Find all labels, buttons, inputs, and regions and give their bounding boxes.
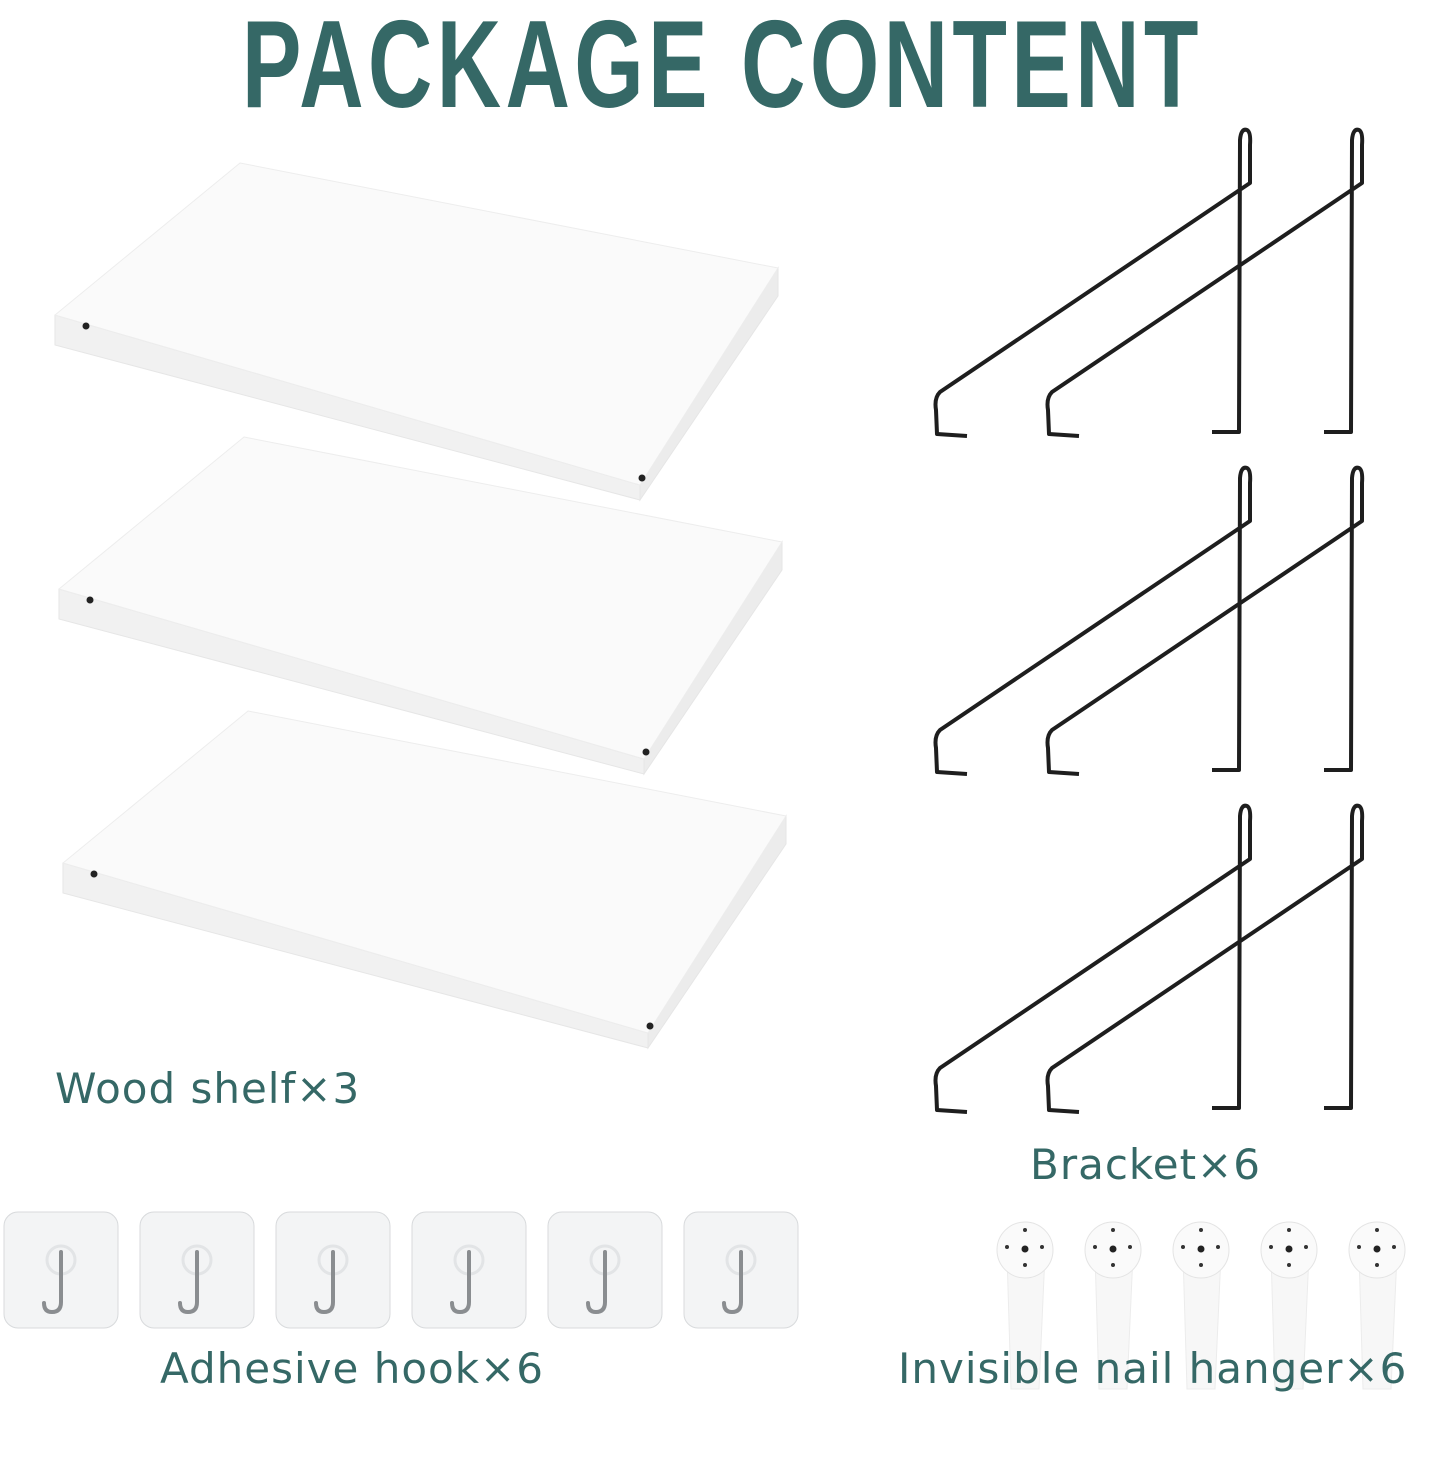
metal-hook — [450, 1250, 471, 1315]
nail-hole — [1269, 1245, 1273, 1249]
nail-hole — [1287, 1228, 1291, 1232]
screw-hole — [646, 1022, 654, 1030]
adhesive-hook-label: Adhesive hook×6 — [160, 1344, 544, 1393]
shelf-top — [57, 436, 783, 760]
nail-hole — [1005, 1245, 1009, 1249]
bracket-label: Bracket×6 — [1030, 1140, 1261, 1189]
bracket — [1045, 803, 1365, 1114]
nail-hole — [1023, 1228, 1027, 1232]
nail-hanger — [996, 1221, 1054, 1390]
adhesive-hook — [411, 1211, 527, 1329]
screw-hole — [90, 870, 98, 878]
metal-hook — [314, 1250, 335, 1315]
nail-hole — [1373, 1245, 1381, 1253]
adhesive-hook — [547, 1211, 663, 1329]
shelf — [53, 162, 779, 502]
shelf — [57, 436, 783, 776]
nail-hole — [1111, 1263, 1115, 1267]
nail-hole — [1040, 1245, 1044, 1249]
nail-hanger — [1084, 1221, 1142, 1390]
metal-hook — [178, 1250, 199, 1315]
bracket — [933, 803, 1253, 1114]
shelf — [61, 710, 787, 1050]
nail-hole — [1199, 1263, 1203, 1267]
screw-hole — [638, 474, 646, 482]
nail-hangers — [996, 1221, 1406, 1390]
nail-hole — [1021, 1245, 1029, 1253]
nail-hole — [1304, 1245, 1308, 1249]
screw-hole — [86, 596, 94, 604]
adhesive-hooks — [3, 1211, 799, 1329]
metal-hook — [42, 1250, 63, 1315]
screw-hole — [82, 322, 90, 330]
page-title: PACKAGE CONTENT — [0, 0, 1445, 136]
nail-hole — [1216, 1245, 1220, 1249]
title-text: PACKAGE CONTENT — [242, 0, 1203, 134]
nail-hanger — [1172, 1221, 1230, 1390]
bracket — [1045, 465, 1365, 776]
bracket — [933, 127, 1253, 438]
nail-hole — [1197, 1245, 1205, 1253]
nail-hole — [1357, 1245, 1361, 1249]
screw-hole — [642, 748, 650, 756]
nail-hole — [1285, 1245, 1293, 1253]
nail-hole — [1392, 1245, 1396, 1249]
nail-hole — [1111, 1228, 1115, 1232]
metal-hook — [722, 1250, 743, 1315]
shelf-top — [53, 162, 779, 486]
shelves — [53, 162, 787, 1050]
nail-hanger — [1348, 1221, 1406, 1390]
adhesive-hook — [3, 1211, 119, 1329]
nail-hole — [1109, 1245, 1117, 1253]
nail-hole — [1375, 1263, 1379, 1267]
nail-hole — [1375, 1228, 1379, 1232]
shelf-top — [61, 710, 787, 1034]
shelf-label: Wood shelf×3 — [55, 1064, 361, 1113]
nail-hanger-label: Invisible nail hanger×6 — [898, 1344, 1408, 1393]
nail-hole — [1181, 1245, 1185, 1249]
brackets — [933, 127, 1365, 1114]
nail-hole — [1023, 1263, 1027, 1267]
nail-hole — [1093, 1245, 1097, 1249]
nail-hole — [1128, 1245, 1132, 1249]
adhesive-hook — [683, 1211, 799, 1329]
adhesive-hook — [139, 1211, 255, 1329]
metal-hook — [586, 1250, 607, 1315]
adhesive-hook — [275, 1211, 391, 1329]
nail-hole — [1199, 1228, 1203, 1232]
bracket — [1045, 127, 1365, 438]
nail-hole — [1287, 1263, 1291, 1267]
nail-hanger — [1260, 1221, 1318, 1390]
bracket — [933, 465, 1253, 776]
